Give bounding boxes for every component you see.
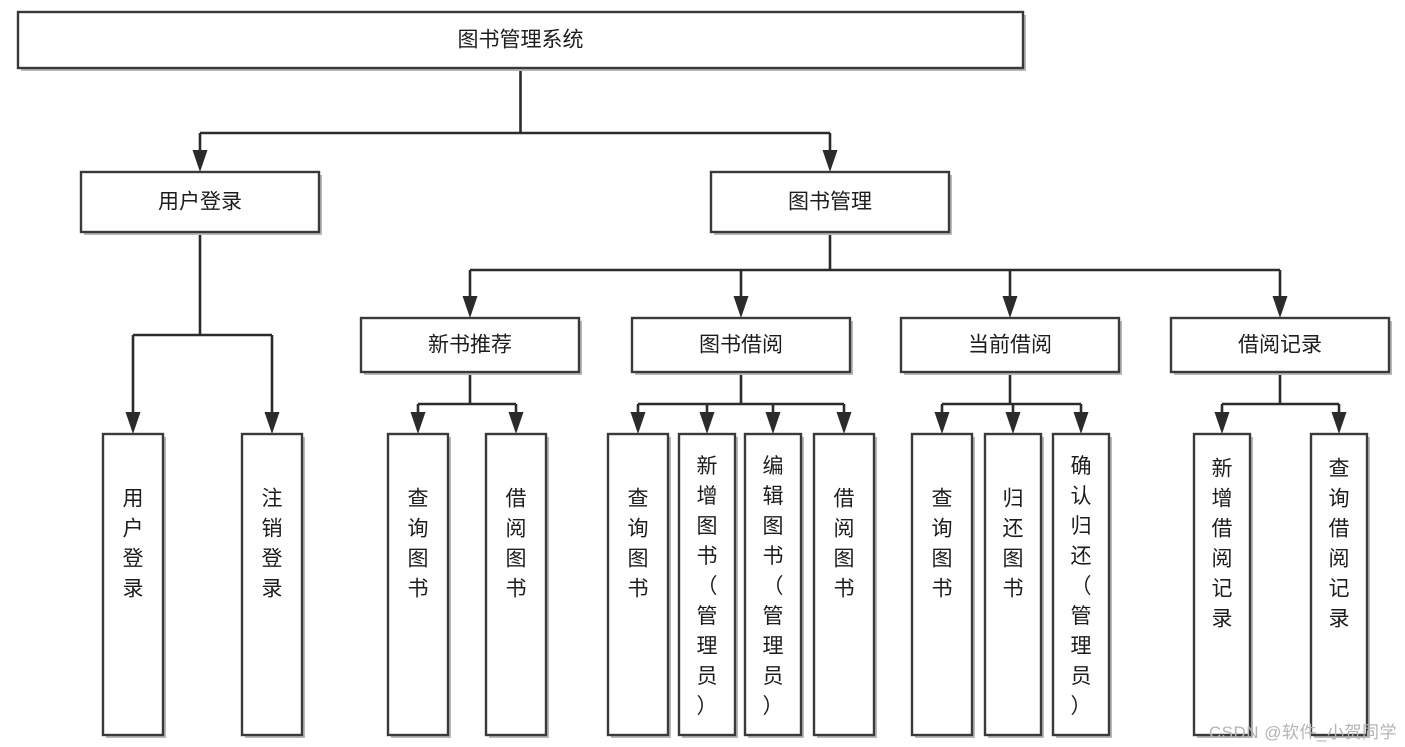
arrowhead-book-manage — [822, 150, 838, 172]
node-rect[interactable] — [812, 432, 876, 737]
arrowhead-leaf-add-borrow-record — [1214, 412, 1230, 434]
arrowhead-leaf-edit-book-admin — [765, 412, 781, 434]
node-rect[interactable] — [484, 432, 548, 737]
node-rect[interactable] — [1169, 316, 1391, 374]
node-rect[interactable] — [709, 170, 951, 234]
node-leaf-user-logout[interactable]: 注销登录 — [240, 432, 305, 738]
connector-layer — [125, 68, 1347, 434]
arrowhead-leaf-user-logout — [264, 412, 280, 434]
node-leaf-confirm-return-admin[interactable]: 确认归还（管理员） — [1051, 432, 1112, 738]
node-rect[interactable] — [16, 10, 1025, 70]
arrowhead-leaf-user-login — [125, 412, 141, 434]
node-new-book-rec[interactable]: 新书推荐 — [359, 316, 582, 375]
node-rect[interactable] — [910, 432, 974, 737]
arrowhead-book-borrow — [733, 296, 749, 318]
node-leaf-borrow-book-1[interactable]: 借阅图书 — [484, 432, 549, 738]
arrowhead-leaf-query-book-2 — [630, 412, 646, 434]
node-label: 借阅记录 — [1238, 334, 1322, 357]
node-label: 借阅图书 — [506, 487, 527, 600]
node-borrow-record[interactable]: 借阅记录 — [1169, 316, 1392, 375]
arrowhead-leaf-confirm-return-admin — [1073, 412, 1089, 434]
node-label: 图书管理系统 — [458, 29, 584, 52]
arrowhead-new-book-rec — [462, 296, 478, 318]
node-rect[interactable] — [1192, 432, 1252, 737]
node-label: 用户登录 — [123, 487, 144, 600]
node-leaf-add-borrow-record[interactable]: 新增借阅记录 — [1192, 432, 1253, 738]
node-rect[interactable] — [240, 432, 304, 737]
node-leaf-query-book-2[interactable]: 查询图书 — [606, 432, 671, 738]
arrowhead-user-login — [192, 150, 208, 172]
node-label: 查询图书 — [932, 487, 953, 600]
node-label: 确认归还（管理员） — [1071, 455, 1092, 718]
node-label: 注销登录 — [262, 487, 283, 600]
node-current-borrow[interactable]: 当前借阅 — [899, 316, 1122, 375]
node-rect[interactable] — [606, 432, 670, 737]
arrowhead-leaf-borrow-book-2 — [836, 412, 852, 434]
node-label: 查询借阅记录 — [1329, 457, 1350, 630]
node-leaf-return-book[interactable]: 归还图书 — [983, 432, 1044, 738]
node-label: 新书推荐 — [428, 334, 512, 357]
node-leaf-query-borrow-record[interactable]: 查询借阅记录 — [1309, 432, 1370, 738]
node-label: 新增图书（管理员） — [697, 455, 718, 718]
node-leaf-user-login[interactable]: 用户登录 — [101, 432, 166, 738]
node-rect[interactable] — [983, 432, 1043, 737]
arrowhead-leaf-add-book-admin — [699, 412, 715, 434]
node-label: 图书管理 — [788, 191, 872, 214]
node-root[interactable]: 图书管理系统 — [16, 10, 1026, 71]
node-leaf-query-book-1[interactable]: 查询图书 — [386, 432, 451, 738]
node-book-borrow[interactable]: 图书借阅 — [630, 316, 853, 375]
arrowhead-leaf-return-book — [1005, 412, 1021, 434]
node-layer: 图书管理系统用户登录图书管理新书推荐图书借阅当前借阅借阅记录用户登录注销登录查询… — [16, 10, 1392, 738]
arrowhead-leaf-query-book-3 — [934, 412, 950, 434]
node-rect[interactable] — [630, 316, 852, 374]
csdn-watermark: CSDN @软件_小贺同学 — [1208, 723, 1397, 742]
node-rect[interactable] — [1309, 432, 1369, 737]
node-leaf-borrow-book-2[interactable]: 借阅图书 — [812, 432, 877, 738]
node-label: 新增借阅记录 — [1212, 457, 1233, 630]
node-rect[interactable] — [1051, 432, 1111, 737]
node-rect[interactable] — [743, 432, 803, 737]
node-label: 查询图书 — [628, 487, 649, 600]
node-leaf-add-book-admin[interactable]: 新增图书（管理员） — [677, 432, 738, 738]
node-book-manage[interactable]: 图书管理 — [709, 170, 952, 235]
node-leaf-edit-book-admin[interactable]: 编辑图书（管理员） — [743, 432, 804, 738]
node-label: 当前借阅 — [968, 334, 1052, 357]
node-rect[interactable] — [359, 316, 581, 374]
node-label: 查询图书 — [408, 487, 429, 600]
node-label: 编辑图书（管理员） — [763, 455, 784, 718]
node-user-login[interactable]: 用户登录 — [79, 170, 322, 235]
arrowhead-current-borrow — [1002, 296, 1018, 318]
node-rect[interactable] — [899, 316, 1121, 374]
node-leaf-query-book-3[interactable]: 查询图书 — [910, 432, 975, 738]
arrowhead-leaf-query-book-1 — [410, 412, 426, 434]
node-rect[interactable] — [386, 432, 450, 737]
node-label: 图书借阅 — [699, 334, 783, 357]
arrowhead-leaf-query-borrow-record — [1331, 412, 1347, 434]
node-label: 用户登录 — [158, 191, 242, 214]
arrowhead-leaf-borrow-book-1 — [508, 412, 524, 434]
node-rect[interactable] — [101, 432, 165, 737]
node-label: 归还图书 — [1003, 487, 1024, 600]
arrowhead-borrow-record — [1272, 296, 1288, 318]
node-rect[interactable] — [79, 170, 321, 234]
node-rect[interactable] — [677, 432, 737, 737]
node-label: 借阅图书 — [834, 487, 855, 600]
